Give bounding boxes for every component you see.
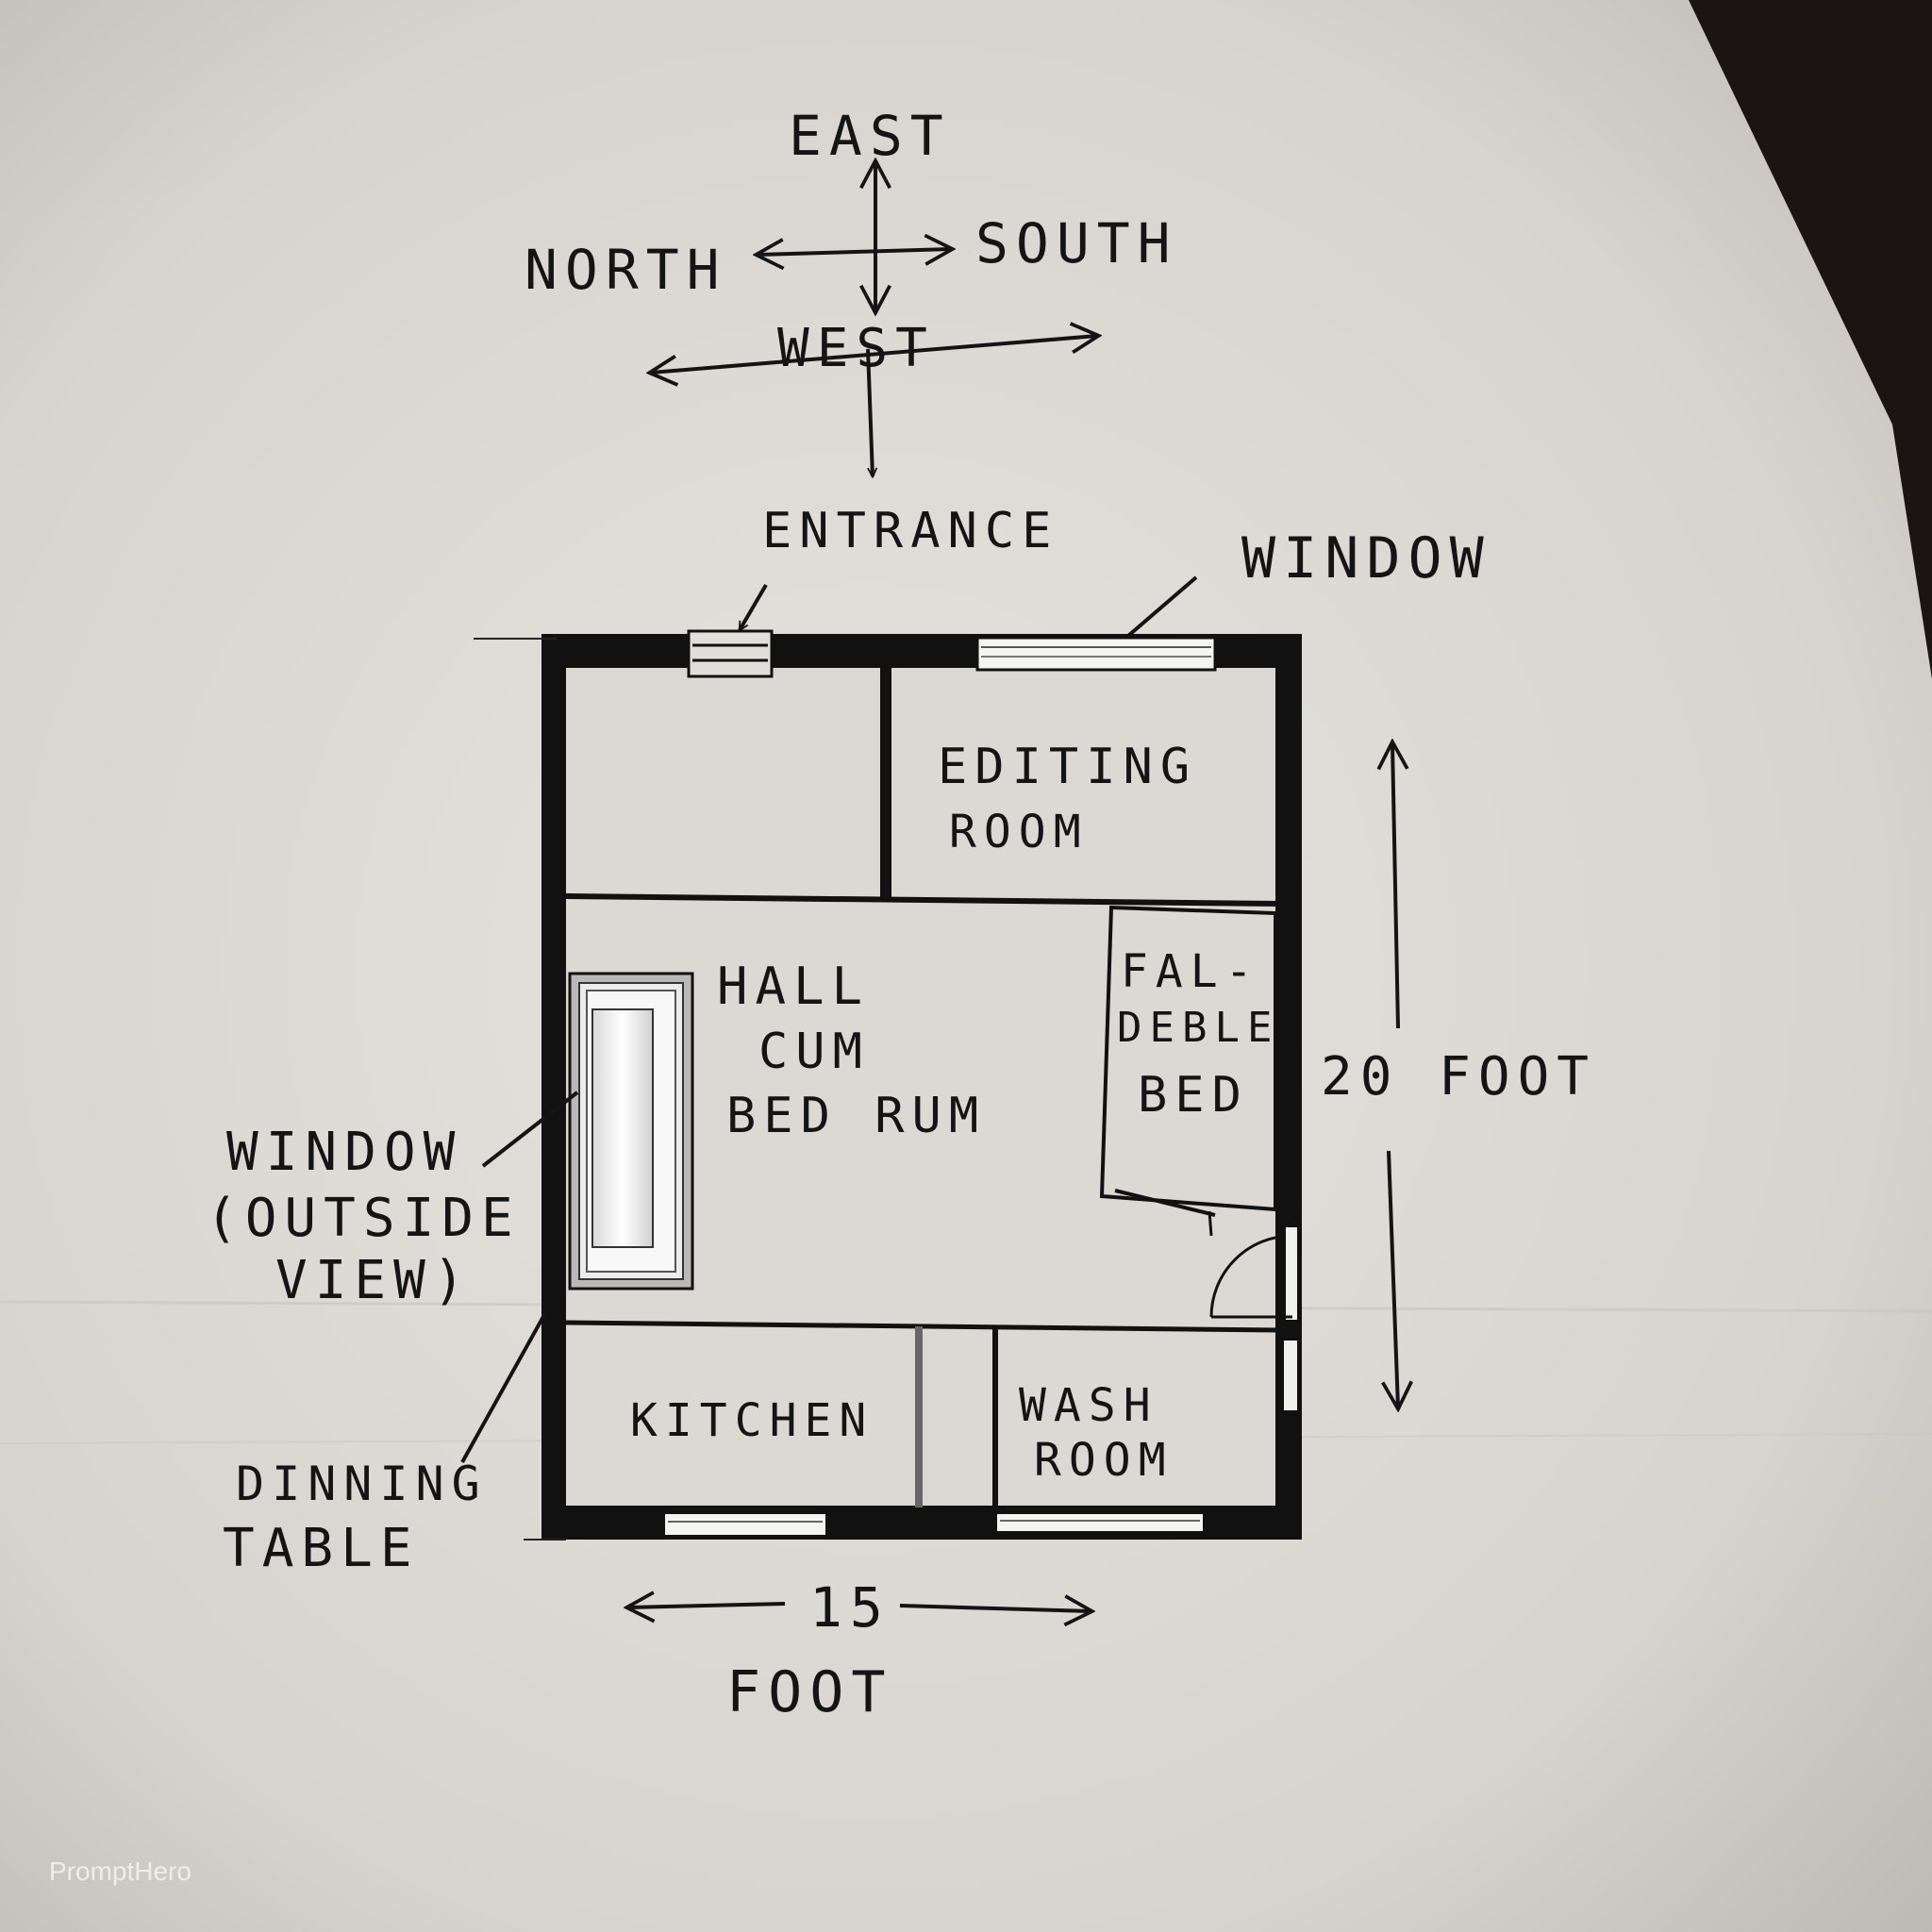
compass-horizontal-arrow bbox=[758, 249, 951, 255]
left-window-label-line1: WINDOW bbox=[226, 1122, 462, 1183]
entrance-door bbox=[687, 629, 774, 678]
compass-rose: EAST NORTH SOUTH WEST bbox=[525, 104, 1178, 476]
width-dimension-arrow-left bbox=[628, 1604, 786, 1607]
entrance-pointer-arrow bbox=[738, 583, 768, 630]
bottom-window-left bbox=[663, 1512, 827, 1537]
dining-table-label-line2: TABLE bbox=[223, 1518, 420, 1579]
kitchen-divider bbox=[915, 1326, 923, 1507]
compass-east-label: EAST bbox=[789, 104, 951, 168]
width-dimension-label-unit: FOOT bbox=[726, 1659, 893, 1725]
height-dimension-arrow-top bbox=[1392, 743, 1398, 1029]
floor-plan bbox=[474, 629, 1302, 1541]
hall-label-line3: BED RUM bbox=[726, 1088, 986, 1144]
compass-north-label: NORTH bbox=[525, 238, 727, 302]
hall-label-line2: CUM bbox=[758, 1024, 870, 1080]
north-outer-wall bbox=[541, 634, 566, 1532]
top-window bbox=[975, 636, 1217, 672]
hall-top-wall bbox=[565, 893, 1280, 907]
foldable-bed bbox=[1099, 905, 1277, 1212]
west-arrow bbox=[651, 336, 1097, 373]
top-window-label: WINDOW bbox=[1241, 525, 1491, 591]
editing-room-divider bbox=[880, 664, 891, 902]
foldable-bed-label-line3: BED bbox=[1138, 1067, 1249, 1124]
wash-room-label-line2: ROOM bbox=[1034, 1434, 1174, 1487]
dining-table-pointer bbox=[460, 1312, 547, 1463]
left-window-label-line2: (OUTSIDE bbox=[206, 1188, 521, 1249]
height-dimension-arrow-bottom bbox=[1389, 1150, 1398, 1407]
bottom-window-right bbox=[995, 1512, 1205, 1533]
compass-west-label: WEST bbox=[777, 318, 935, 379]
width-dimension-label-number: 15 bbox=[809, 1575, 891, 1640]
foldable-bed-label-line2: DEBLE bbox=[1117, 1004, 1279, 1052]
wash-room-label-line1: WASH bbox=[1019, 1379, 1158, 1432]
dining-table-label-line1: DINNING bbox=[236, 1457, 488, 1511]
editing-room-label-line1: EDITING bbox=[938, 739, 1197, 795]
left-window-pointer bbox=[481, 1091, 579, 1168]
compass-south-label: SOUTH bbox=[975, 211, 1178, 275]
width-dimension-arrow-right bbox=[899, 1606, 1091, 1611]
watermark: PromptHero bbox=[49, 1857, 192, 1886]
height-dimension-label: 20 FOOT bbox=[1321, 1046, 1596, 1108]
washroom-door bbox=[1209, 1225, 1299, 1412]
washroom-divider bbox=[992, 1326, 998, 1507]
hall-label-line1: HALL bbox=[717, 957, 870, 1016]
kitchen-label: KITCHEN bbox=[630, 1394, 874, 1447]
left-window bbox=[568, 972, 694, 1291]
entrance-label: ENTRANCE bbox=[762, 503, 1058, 559]
left-window-label-line3: VIEW) bbox=[275, 1250, 473, 1311]
editing-room-label-line2: ROOM bbox=[949, 806, 1089, 858]
entrance-down-arrow bbox=[866, 348, 873, 476]
foldable-bed-label-line1: FAL- bbox=[1121, 945, 1260, 998]
